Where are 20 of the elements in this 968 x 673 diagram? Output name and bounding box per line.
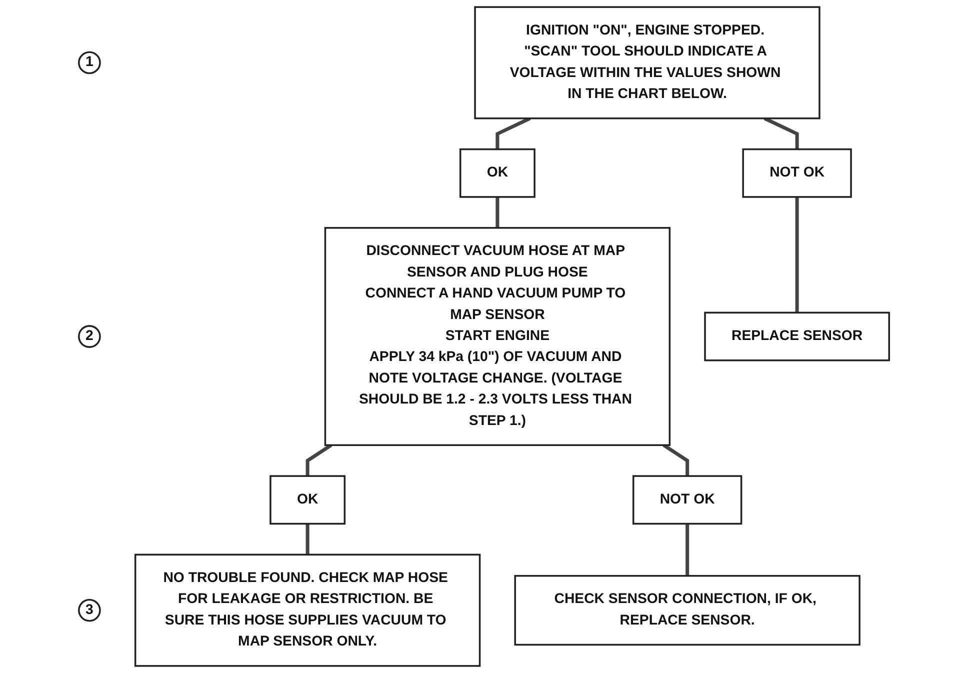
connector	[496, 196, 500, 228]
connector	[306, 444, 332, 476]
connector	[795, 196, 799, 313]
node-box: NOT OK	[742, 148, 852, 198]
connector	[306, 524, 310, 555]
connector	[764, 116, 799, 150]
node-box: OK	[459, 148, 536, 198]
node-box: DISCONNECT VACUUM HOSE AT MAP SENSOR AND PLUG HOSE CONNECT A HAND VACUUM PUMP TO MAP SENSOR START ENGINE APPLY 34 kPa (10") OF VACUUM AND NOTE VOLTAGE CHANGE. (VOLTAGE SHOULD BE 1.2 - 2.3 VOLTS LESS THAN STEP 1.)	[324, 226, 671, 446]
node-circle: 1	[78, 51, 101, 74]
connector	[686, 524, 690, 576]
node-box: CHECK SENSOR CONNECTION, IF OK, REPLACE SENSOR.	[514, 574, 860, 646]
node-box: NO TROUBLE FOUND. CHECK MAP HOSE FOR LEAKAGE OR RESTRICTION. BE SURE THIS HOSE SUPPLIES VACUUM TO MAP SENSOR ONLY.	[134, 554, 481, 667]
node-circle: 2	[78, 325, 101, 348]
node-box: REPLACE SENSOR	[704, 312, 890, 362]
node-box: NOT OK	[632, 475, 742, 525]
node-circle: 3	[78, 598, 101, 622]
node-box: IGNITION "ON", ENGINE STOPPED. "SCAN" TOOL SHOULD INDICATE A VOLTAGE WITHIN THE VALUES SHOWN IN THE CHART BELOW.	[474, 6, 820, 120]
connector	[662, 444, 690, 476]
connector	[496, 116, 531, 150]
node-box: OK	[270, 475, 346, 525]
